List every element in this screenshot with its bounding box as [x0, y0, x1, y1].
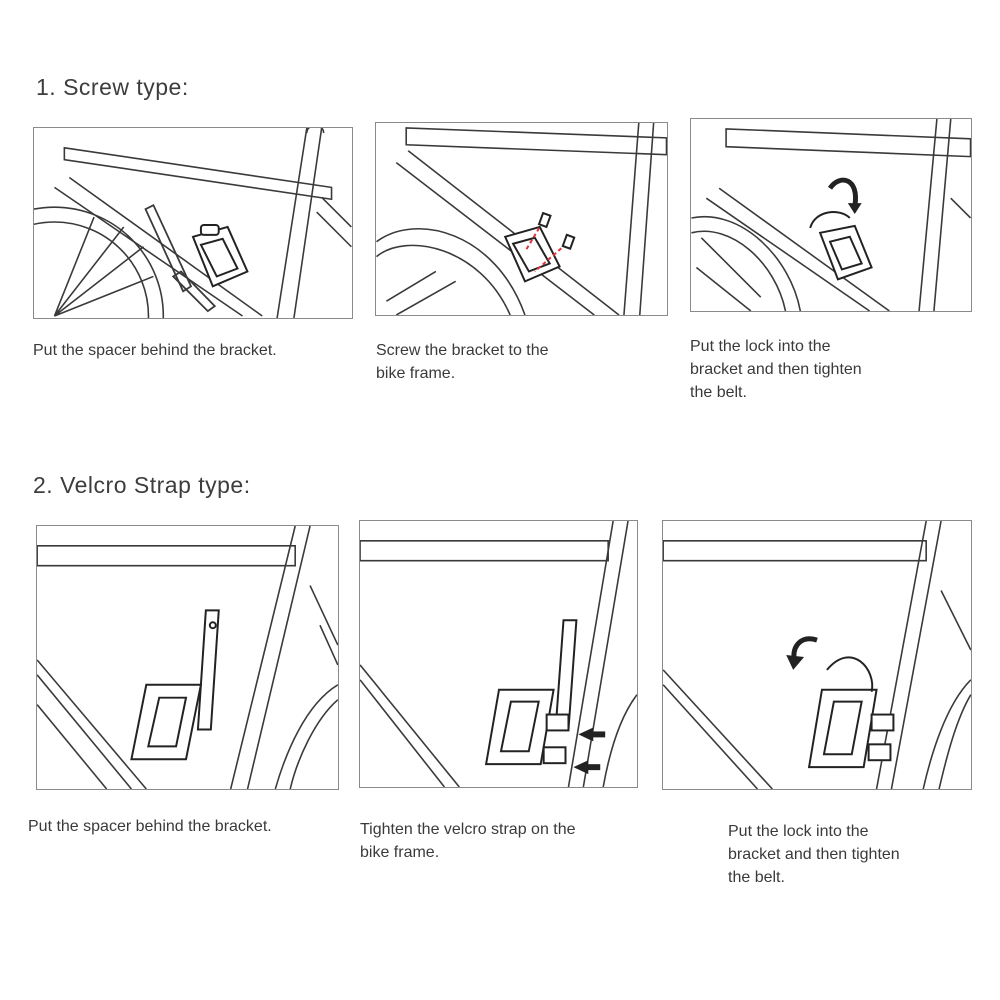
diagram-panel-screw-bracket	[375, 122, 668, 316]
caption-screw-step-2: Screw the bracket to the bike frame.	[376, 342, 549, 382]
caption-velcro-step-3: Put the lock into the bracket and then t…	[728, 823, 900, 886]
bike-frame-illustration	[663, 521, 971, 789]
curved-arrow-icon	[827, 177, 858, 207]
bracket-shape	[130, 683, 203, 761]
bike-frame-illustration	[376, 123, 667, 315]
lock-shape	[807, 656, 895, 769]
diagram-panel-velcro-strap	[359, 520, 638, 788]
section-title-screw: 1. Screw type:	[36, 74, 189, 100]
diagram-panel-screw-spacer	[33, 127, 353, 319]
bike-frame-illustration	[691, 119, 971, 311]
section-title-velcro: 2. Velcro Strap type:	[33, 472, 251, 498]
diagram-panel-screw-lock	[690, 118, 972, 312]
spacer-shape	[554, 619, 578, 731]
bracket-shape	[503, 225, 561, 283]
bracket-shape	[484, 688, 570, 766]
bike-frame-illustration	[360, 521, 637, 787]
caption-screw-step-1: Put the spacer behind the bracket.	[33, 342, 277, 359]
lock-shape	[809, 211, 873, 281]
screw-icon	[524, 221, 568, 273]
arrow-head-icon	[847, 203, 862, 215]
bike-frame-illustration	[34, 128, 352, 318]
diagram-panel-velcro-lock	[662, 520, 972, 790]
bracket-shape	[191, 223, 249, 288]
spacer-shape	[196, 609, 220, 731]
caption-velcro-step-2: Tighten the velcro strap on the bike fra…	[360, 821, 576, 861]
arrow-head-icon	[786, 655, 805, 670]
push-arrow-icon	[573, 727, 606, 775]
diagram-panel-velcro-spacer	[36, 525, 339, 790]
spacer-shape	[144, 203, 217, 313]
caption-velcro-step-1: Put the spacer behind the bracket.	[28, 818, 272, 835]
caption-screw-step-3: Put the lock into the bracket and then t…	[690, 338, 862, 401]
bike-frame-illustration	[37, 526, 338, 789]
